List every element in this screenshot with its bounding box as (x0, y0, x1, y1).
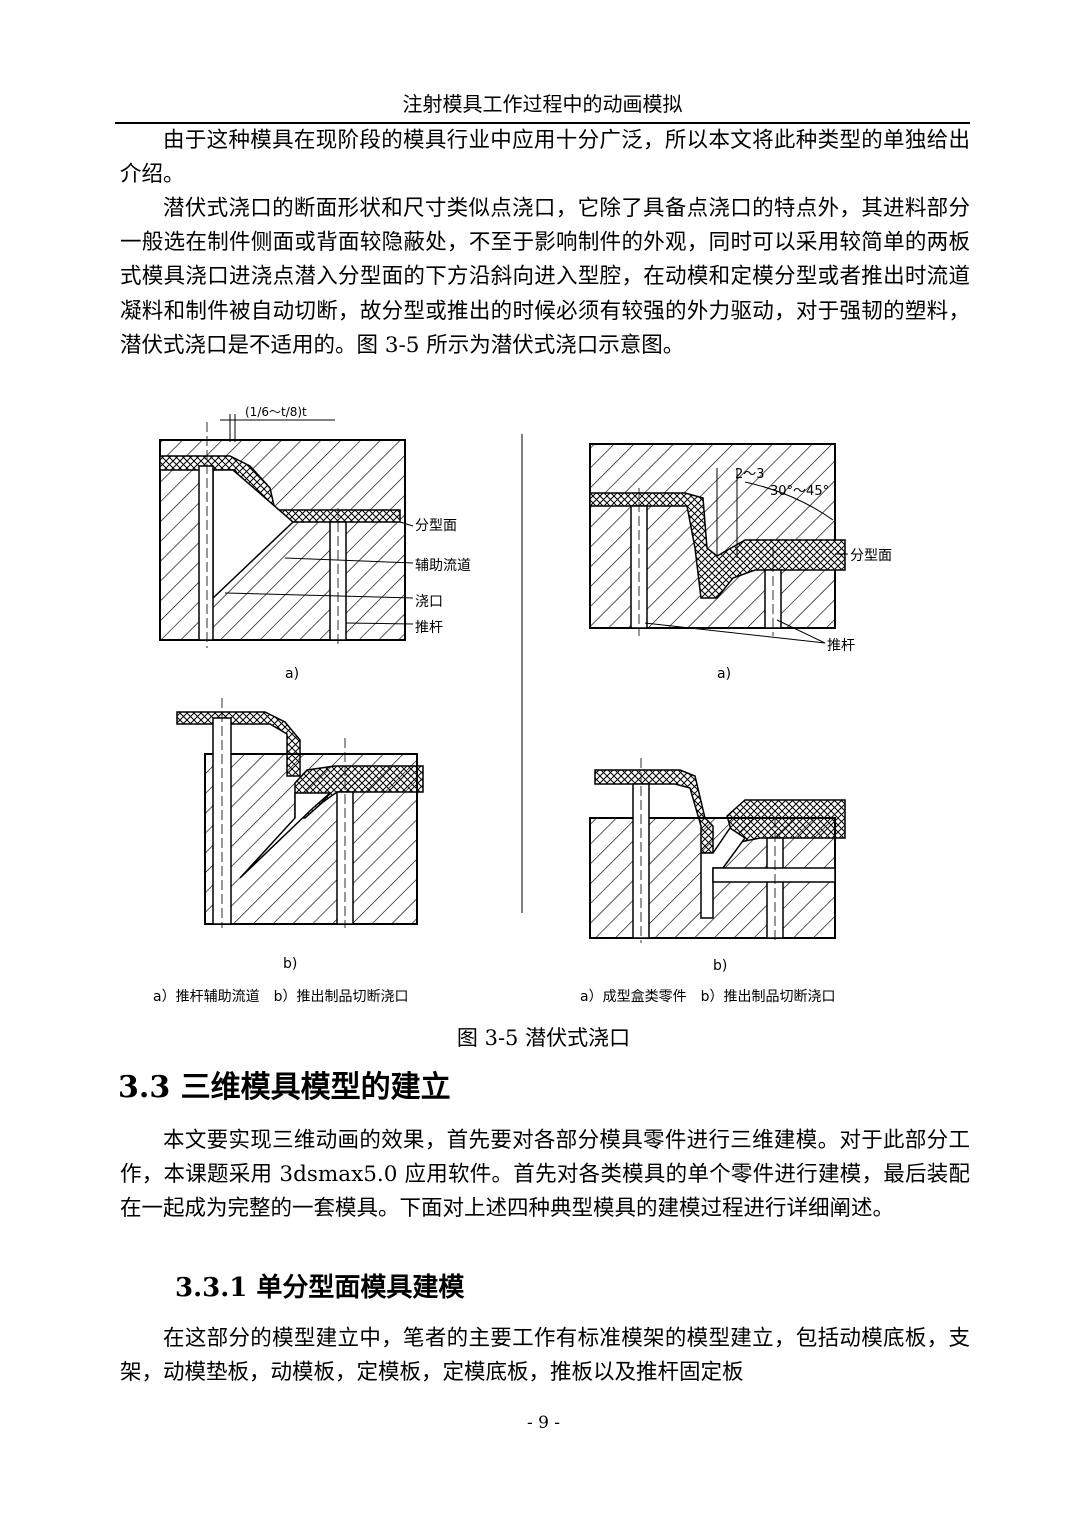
paragraph-4: 在这部分的模型建立中，笔者的主要工作有标准模架的模型建立，包括动模底板，支架，动… (120, 1326, 970, 1386)
figure-3-5: (1/6～t/8)t 分型面 辅助流道 浇口 推杆 a) b) a）推杆辅助流道… (145, 398, 970, 1014)
paragraph-1: 由于这种模具在现阶段的模具行业中应用十分广泛，所以本文将此种类型的单独给出介绍。 (120, 128, 970, 188)
page-number: - 9 - (526, 1413, 561, 1433)
right-figure-caption: a）成型盒类零件 b）推出制品切断浇口 (580, 988, 835, 1005)
paragraph-2: 潜伏式浇口的断面形状和尺寸类似点浇口，它除了具备点浇口的特点外，其进料部分一般选… (120, 196, 970, 358)
running-header: 注射模具工作过程中的动画模拟 (115, 88, 970, 124)
left-dim-label: (1/6～t/8)t (245, 405, 307, 419)
left-label-ejector-pin: 推杆 (415, 620, 443, 636)
right-sub-a: a) (717, 666, 731, 682)
right-label-ejector-pin: 推杆 (827, 638, 855, 654)
right-dim-b: 30°～45° (770, 484, 829, 499)
diagram-top-right: 2～3 30°～45° 分型面 推杆 a) (589, 443, 892, 682)
paragraph-3: 本文要实现三维动画的效果，首先要对各部分模具零件进行三维建模。对于此部分工作，本… (120, 1128, 970, 1222)
left-sub-b: b) (283, 956, 297, 972)
section-title: 3.3 三维模具模型的建立 (118, 1070, 451, 1105)
left-label-gate: 浇口 (415, 594, 443, 610)
diagram-top-left: (1/6～t/8)t 分型面 辅助流道 浇口 推杆 a) (159, 405, 471, 682)
right-sub-b: b) (713, 958, 727, 974)
submarine-gate-diagram: (1/6～t/8)t 分型面 辅助流道 浇口 推杆 a) b) a）推杆辅助流道… (153, 405, 892, 1005)
figure-caption: 图 3-5 潜伏式浇口 (456, 1026, 631, 1050)
diagram-bottom-right: b) (589, 758, 846, 974)
left-sub-a: a) (285, 666, 299, 682)
right-dim-a: 2～3 (735, 467, 765, 482)
left-figure-caption: a）推杆辅助流道 b）推出制品切断浇口 (153, 989, 408, 1005)
right-label-parting-plane: 分型面 (850, 548, 892, 564)
diagram-bottom-left: b) (176, 698, 424, 972)
subsection-title: 3.3.1 单分型面模具建模 (175, 1273, 465, 1303)
left-label-parting-plane: 分型面 (415, 518, 457, 534)
left-label-aux-runner: 辅助流道 (415, 558, 471, 574)
